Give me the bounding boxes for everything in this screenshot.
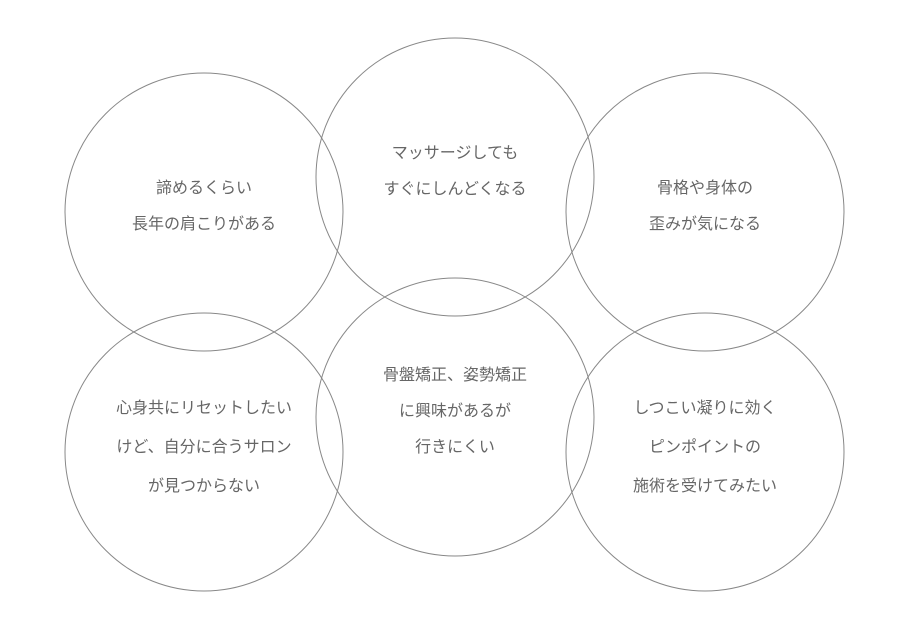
concern-circle-1: 諦めるくらい 長年の肩こりがある xyxy=(64,66,344,346)
concern-text: けど、自分に合うサロン xyxy=(116,436,292,456)
concern-text: 心身共にリセットしたい xyxy=(115,397,292,417)
concern-circle-2: マッサージしても すぐにしんどくなる xyxy=(315,31,595,311)
circle-outline xyxy=(64,72,344,352)
concern-text: 長年の肩こりがある xyxy=(131,214,276,233)
concern-text: 行きにくい xyxy=(415,437,495,456)
concern-text: 歪みが気になる xyxy=(648,214,761,233)
concern-text: に興味があるが xyxy=(398,401,511,420)
circle-outline xyxy=(315,37,595,317)
concern-text: すぐにしんどくなる xyxy=(383,179,527,198)
concern-text: 諦めるくらい xyxy=(155,178,252,197)
concern-text: 骨盤矯正、姿勢矯正 xyxy=(382,365,527,384)
concern-circle-4: 心身共にリセットしたい けど、自分に合うサロン が見つからない xyxy=(64,306,344,586)
concern-text: が見つからない xyxy=(147,475,260,495)
concern-text: 骨格や身体の xyxy=(656,178,753,197)
concern-text: しつこい凝りに効く xyxy=(633,397,777,417)
concern-text: ピンポイントの xyxy=(648,436,761,456)
circle-outline xyxy=(565,72,845,352)
concern-circle-3: 骨格や身体の 歪みが気になる xyxy=(565,66,845,346)
circle-outline xyxy=(64,312,344,592)
concern-circle-5: 骨盤矯正、姿勢矯正 に興味があるが 行きにくい xyxy=(315,271,595,551)
circle-outline xyxy=(315,277,595,557)
concern-text: マッサージしても xyxy=(391,143,519,162)
concern-text: 施術を受けてみたい xyxy=(632,475,777,495)
circle-outline xyxy=(565,312,845,592)
concern-circle-6: しつこい凝りに効く ピンポイントの 施術を受けてみたい xyxy=(565,306,845,586)
